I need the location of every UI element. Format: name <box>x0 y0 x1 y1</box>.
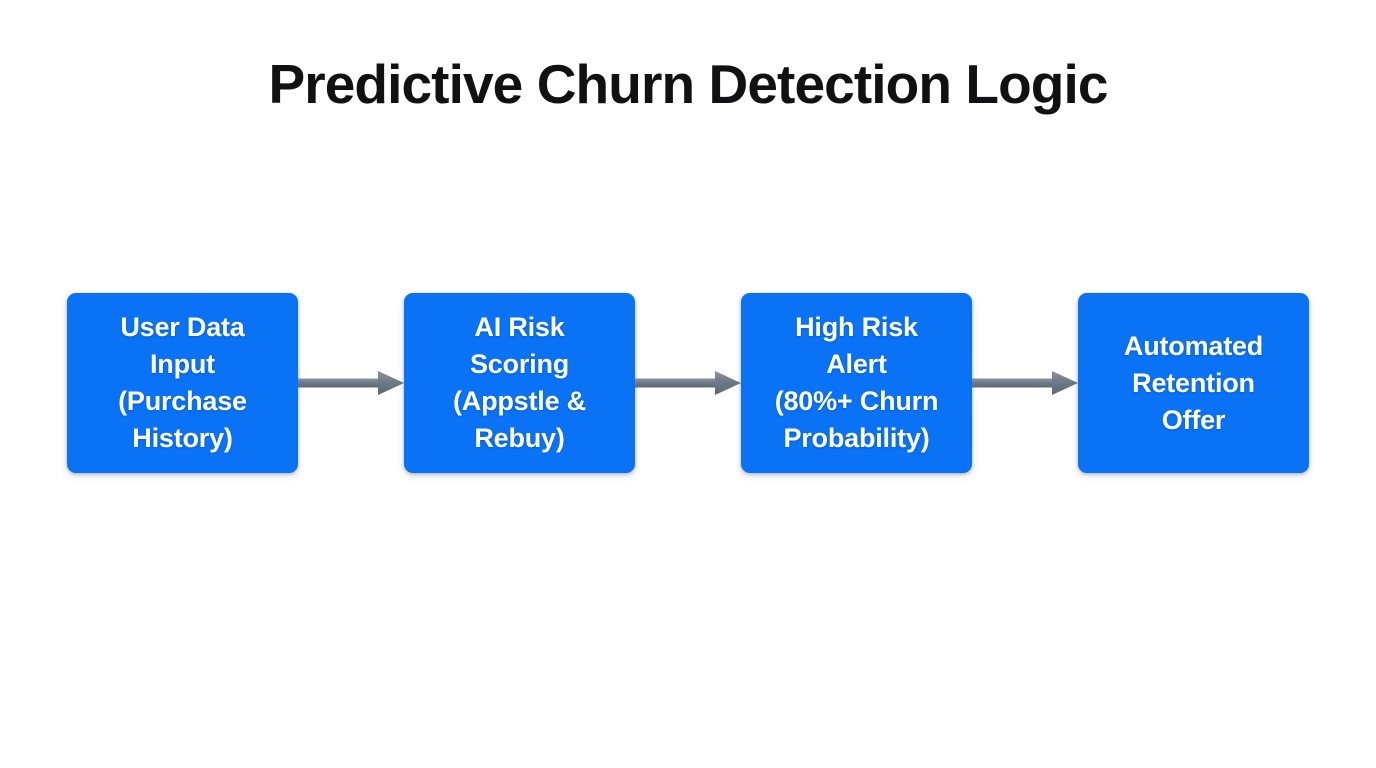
arrow-right-icon <box>298 366 404 400</box>
arrow-right-icon <box>635 366 741 400</box>
arrow-right-icon <box>972 366 1078 400</box>
flow-node-ai-risk-scoring[interactable]: AI Risk Scoring (Appstle & Rebuy) <box>404 293 635 473</box>
flow-node-label: User Data Input (Purchase History) <box>118 312 247 453</box>
flow-node-label: AI Risk Scoring (Appstle & Rebuy) <box>452 312 586 453</box>
page-title: Predictive Churn Detection Logic <box>268 53 1108 115</box>
flow-node-automated-retention-offer[interactable]: Automated Retention Offer <box>1078 293 1309 473</box>
flow-node-label: Automated Retention Offer <box>1123 330 1264 435</box>
process-flow: User Data Input (Purchase History) AI Ri… <box>67 293 1309 473</box>
flow-node-high-risk-alert[interactable]: High Risk Alert (80%+ Churn Probability) <box>741 293 972 473</box>
flow-node-user-data-input[interactable]: User Data Input (Purchase History) <box>67 293 298 473</box>
flow-node-label: High Risk Alert (80%+ Churn Probability) <box>774 312 939 453</box>
